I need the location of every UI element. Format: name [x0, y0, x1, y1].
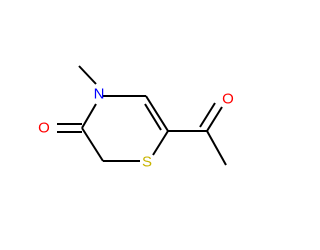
bond-n-methyl: [78, 65, 97, 85]
bond-c3-n: [81, 103, 97, 129]
atom-label-o-ring: O: [38, 120, 50, 137]
atom-label-s: S: [142, 154, 152, 171]
bond-c6-s: [152, 130, 169, 156]
bond-ch-c6: [145, 95, 169, 132]
molecule-structure-drawing: N S O O: [38, 65, 234, 171]
bond-acetyl-o-inner: [199, 102, 216, 128]
bond-acetyl-o: [206, 106, 223, 132]
bond-ch-c6-inner: [144, 103, 162, 131]
bond-acetyl-methyl: [206, 130, 227, 166]
atom-label-n: N: [94, 86, 105, 103]
atom-label-o-acetyl: O: [222, 91, 234, 108]
bond-ch2-c3: [81, 127, 104, 162]
